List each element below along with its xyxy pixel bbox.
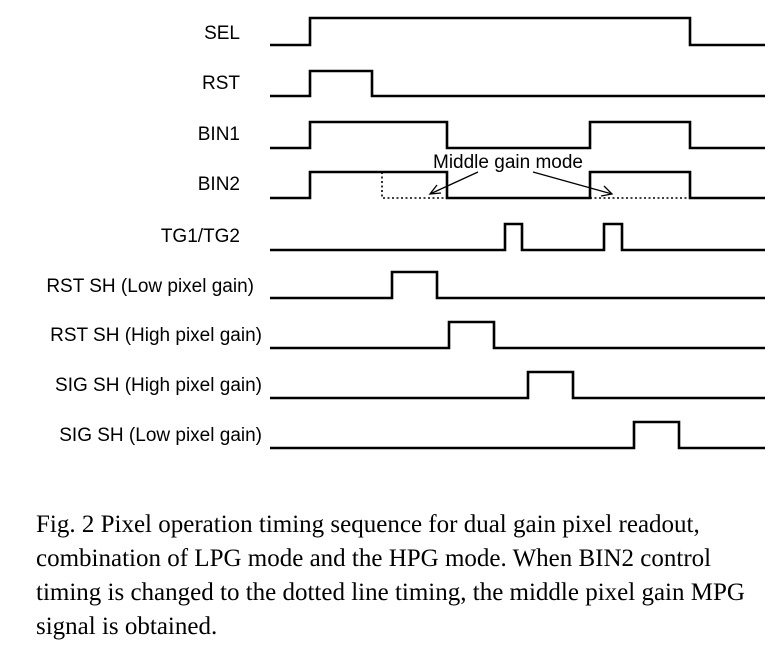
signal-label-rst-sh-low: RST SH (Low pixel gain) [46, 276, 254, 297]
signal-label-sig-sh-low: SIG SH (Low pixel gain) [59, 425, 262, 446]
signal-label-rst-sh-high: RST SH (High pixel gain) [50, 325, 262, 346]
annotation-arrow-left [428, 171, 479, 195]
signal-label-bin1: BIN1 [198, 124, 240, 145]
waveform-sig-sh-low [270, 420, 765, 450]
waveform-sig-sh-high [270, 370, 765, 400]
waveform-bin2 [270, 170, 765, 200]
annotation-arrow-right [532, 171, 614, 197]
waveform-tg [270, 222, 765, 252]
waveform-rst-sh-high [270, 320, 765, 350]
signal-label-bin2: BIN2 [198, 174, 240, 195]
figure-caption: Fig. 2 Pixel operation timing sequence f… [36, 511, 745, 640]
waveform-sel [270, 16, 765, 47]
signal-label-sig-sh-high: SIG SH (High pixel gain) [55, 375, 262, 396]
timing-diagram: SEL RST BIN1 BIN2 TG1/TG2 RST SH (Low pi… [46, 16, 765, 450]
signal-label-sel: SEL [204, 23, 240, 44]
middle-gain-mode-label: Middle gain mode [433, 152, 583, 173]
waveform-rst [270, 69, 765, 98]
signal-label-tg: TG1/TG2 [161, 226, 240, 247]
signal-label-rst: RST [202, 73, 240, 94]
bin2-dotted-timing [381, 172, 690, 199]
waveform-bin1 [270, 120, 765, 150]
waveform-rst-sh-low [270, 270, 765, 300]
